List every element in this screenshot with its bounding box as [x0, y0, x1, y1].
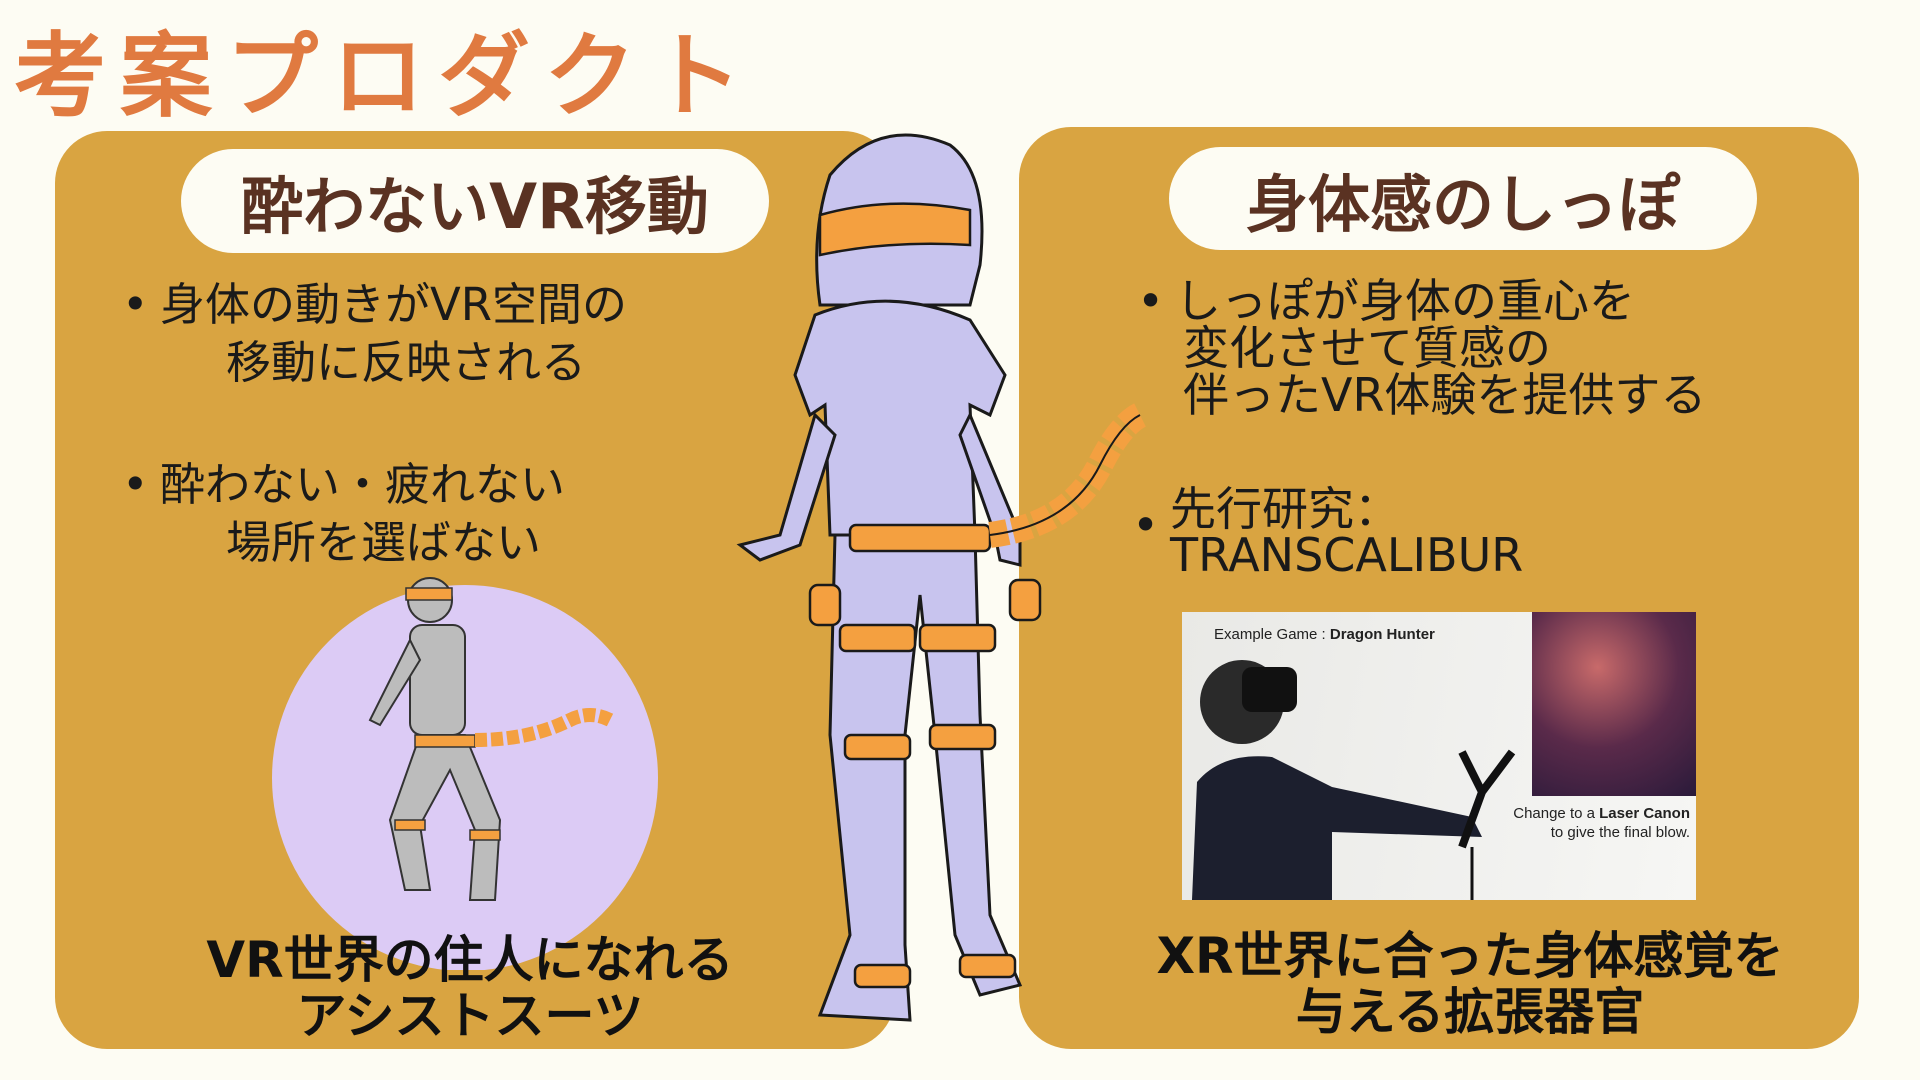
- photo-caption-top: Example Game : Dragon Hunter: [1214, 626, 1435, 643]
- right-bullet-1: • しっぽが身体の重心を 変化させて質感の 伴ったVR体験を提供する: [1137, 274, 1707, 422]
- game-screenshot: [1532, 612, 1696, 796]
- walking-illustration: [272, 577, 658, 970]
- right-tagline: XR世界に合った身体感覚を 与える拡張器官: [1156, 927, 1784, 1041]
- person-with-vr-headset: [1192, 660, 1516, 900]
- slide-title: 考案プロダクト: [14, 23, 757, 130]
- left-tagline: VR世界の住人になれる アシストスーツ: [206, 931, 734, 1045]
- left-bullet-1: • 身体の動きがVR空間の 移動に反映される: [122, 278, 628, 389]
- character-illustration: [736, 133, 1147, 1022]
- left-heading: 酔わないVR移動: [181, 149, 769, 253]
- right-heading: 身体感のしっぽ: [1169, 147, 1757, 250]
- transcalibur-photo: Example Game : Dragon Hunter Change to a…: [1182, 612, 1696, 900]
- left-bullet-2: • 酔わない・疲れない 場所を選ばない: [122, 458, 566, 569]
- right-bullet-2: • 先行研究： TRANSCALIBUR: [1132, 482, 1524, 582]
